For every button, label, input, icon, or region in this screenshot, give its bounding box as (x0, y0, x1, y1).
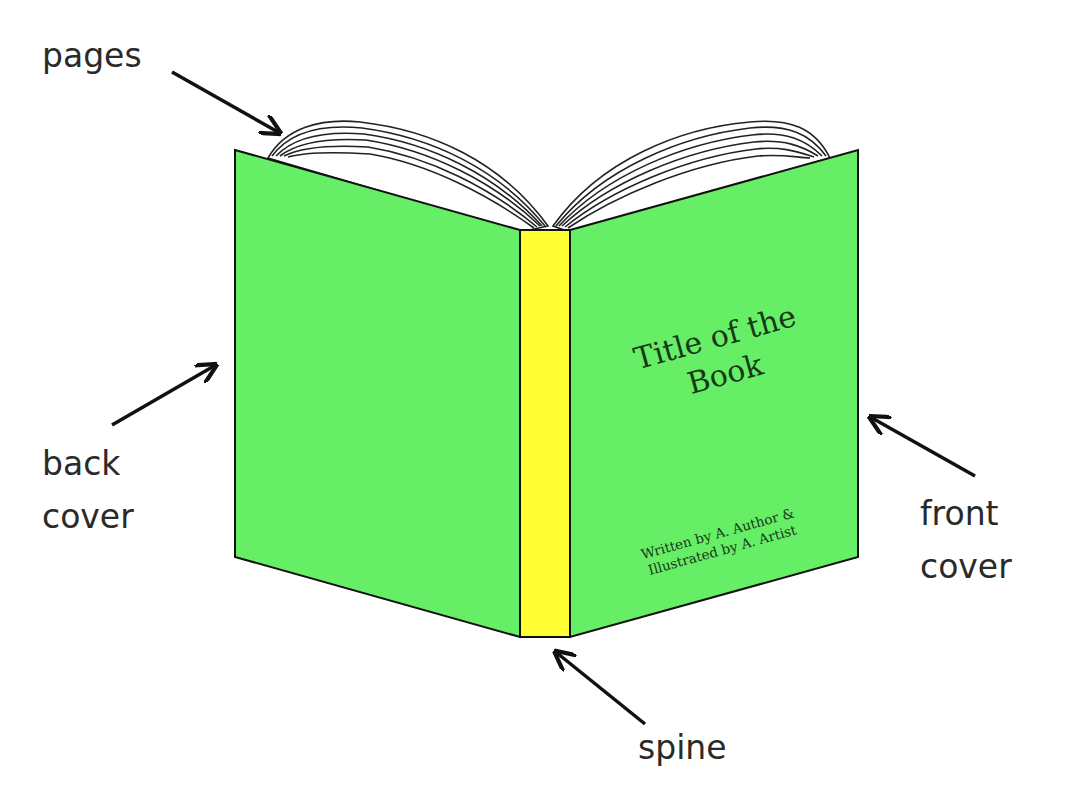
front-cover: Title of the BookWritten by A. Author & … (570, 150, 858, 637)
part-label: spine (638, 722, 798, 775)
part-label: back cover (42, 438, 167, 544)
part-label: pages (42, 30, 242, 83)
part-label: front cover (920, 488, 1050, 594)
